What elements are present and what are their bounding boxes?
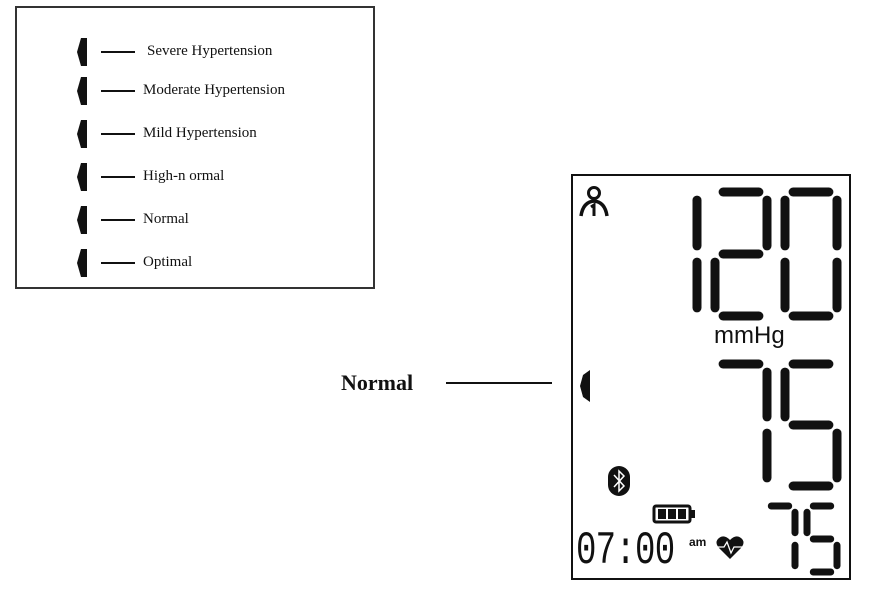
legend-label: Optimal <box>143 254 193 270</box>
callout-line <box>446 382 552 384</box>
pulse-digit <box>767 502 799 570</box>
indicator-icon <box>77 163 87 191</box>
level-indicator-icon <box>580 370 590 402</box>
unit-label: mmHg <box>714 322 785 349</box>
indicator-icon <box>77 206 87 234</box>
lcd-graphics <box>579 186 842 576</box>
leader-line <box>101 133 135 135</box>
callout-label: Normal <box>341 370 414 395</box>
legend-label: Normal <box>143 211 189 227</box>
diastolic-digit <box>718 359 772 483</box>
indicator-icon <box>77 120 87 148</box>
leader-line <box>101 176 135 178</box>
leader-line <box>101 90 135 92</box>
diastolic-digit <box>780 359 842 491</box>
meridiem-label: am <box>689 535 707 549</box>
leader-line <box>101 219 135 221</box>
indicator-icon <box>77 38 87 66</box>
user-1-icon <box>579 186 609 217</box>
leader-line <box>101 51 135 53</box>
bluetooth-icon <box>608 466 630 496</box>
indicator-icon <box>77 77 87 105</box>
legend-label: Mild Hypertension <box>143 125 257 141</box>
systolic-digit <box>710 187 772 321</box>
legend-label: High-n ormal <box>143 168 225 184</box>
heart-pulse-icon <box>716 536 745 559</box>
lcd-display: mmHg 07:00 am <box>571 174 851 580</box>
legend-label: Severe Hypertension <box>147 43 273 59</box>
legend-label: Moderate Hypertension <box>143 82 286 98</box>
systolic-digit <box>780 187 842 321</box>
classification-legend: Severe Hypertension Moderate Hypertensio… <box>15 6 375 289</box>
pulse-digit <box>803 502 841 576</box>
battery-full-icon <box>652 504 695 524</box>
indicator-icon <box>77 249 87 277</box>
clock-time: 07:00 <box>576 525 675 577</box>
leader-line <box>101 262 135 264</box>
